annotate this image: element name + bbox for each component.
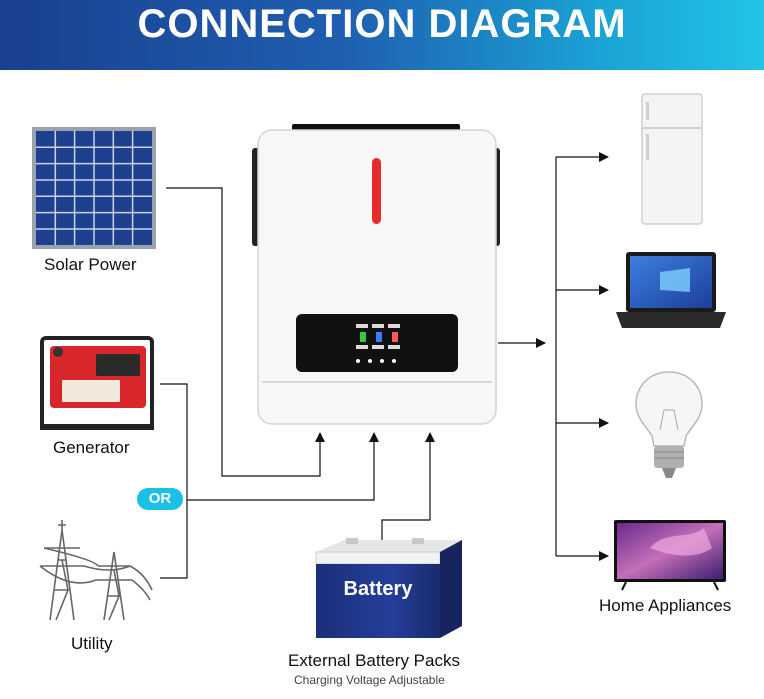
wire-generator-utility xyxy=(160,383,379,579)
battery-case-label: Battery xyxy=(343,578,413,600)
battery-icon xyxy=(315,538,462,638)
page-title: CONNECTION DIAGRAM xyxy=(137,2,627,46)
refrigerator-icon xyxy=(641,93,703,225)
wire-outputs xyxy=(498,152,609,561)
header-banner xyxy=(0,0,764,70)
home-appliances-label: Home Appliances xyxy=(599,596,732,615)
or-badge: OR xyxy=(137,488,183,510)
utility-label: Utility xyxy=(71,634,113,653)
television-icon xyxy=(614,520,726,591)
generator-label: Generator xyxy=(53,438,130,457)
laptop-icon xyxy=(616,252,726,328)
wire-battery xyxy=(381,432,435,548)
power-pylon-icon xyxy=(39,520,153,621)
battery-caption: External Battery Packs xyxy=(288,651,460,670)
solar-power-label: Solar Power xyxy=(44,255,137,274)
wire-solar xyxy=(166,187,325,477)
generator-icon xyxy=(40,336,154,430)
inverter-icon xyxy=(252,124,500,425)
solar-panel-icon xyxy=(32,127,156,249)
battery-subcaption: Charging Voltage Adjustable xyxy=(294,673,445,687)
light-bulb-icon xyxy=(635,371,703,478)
